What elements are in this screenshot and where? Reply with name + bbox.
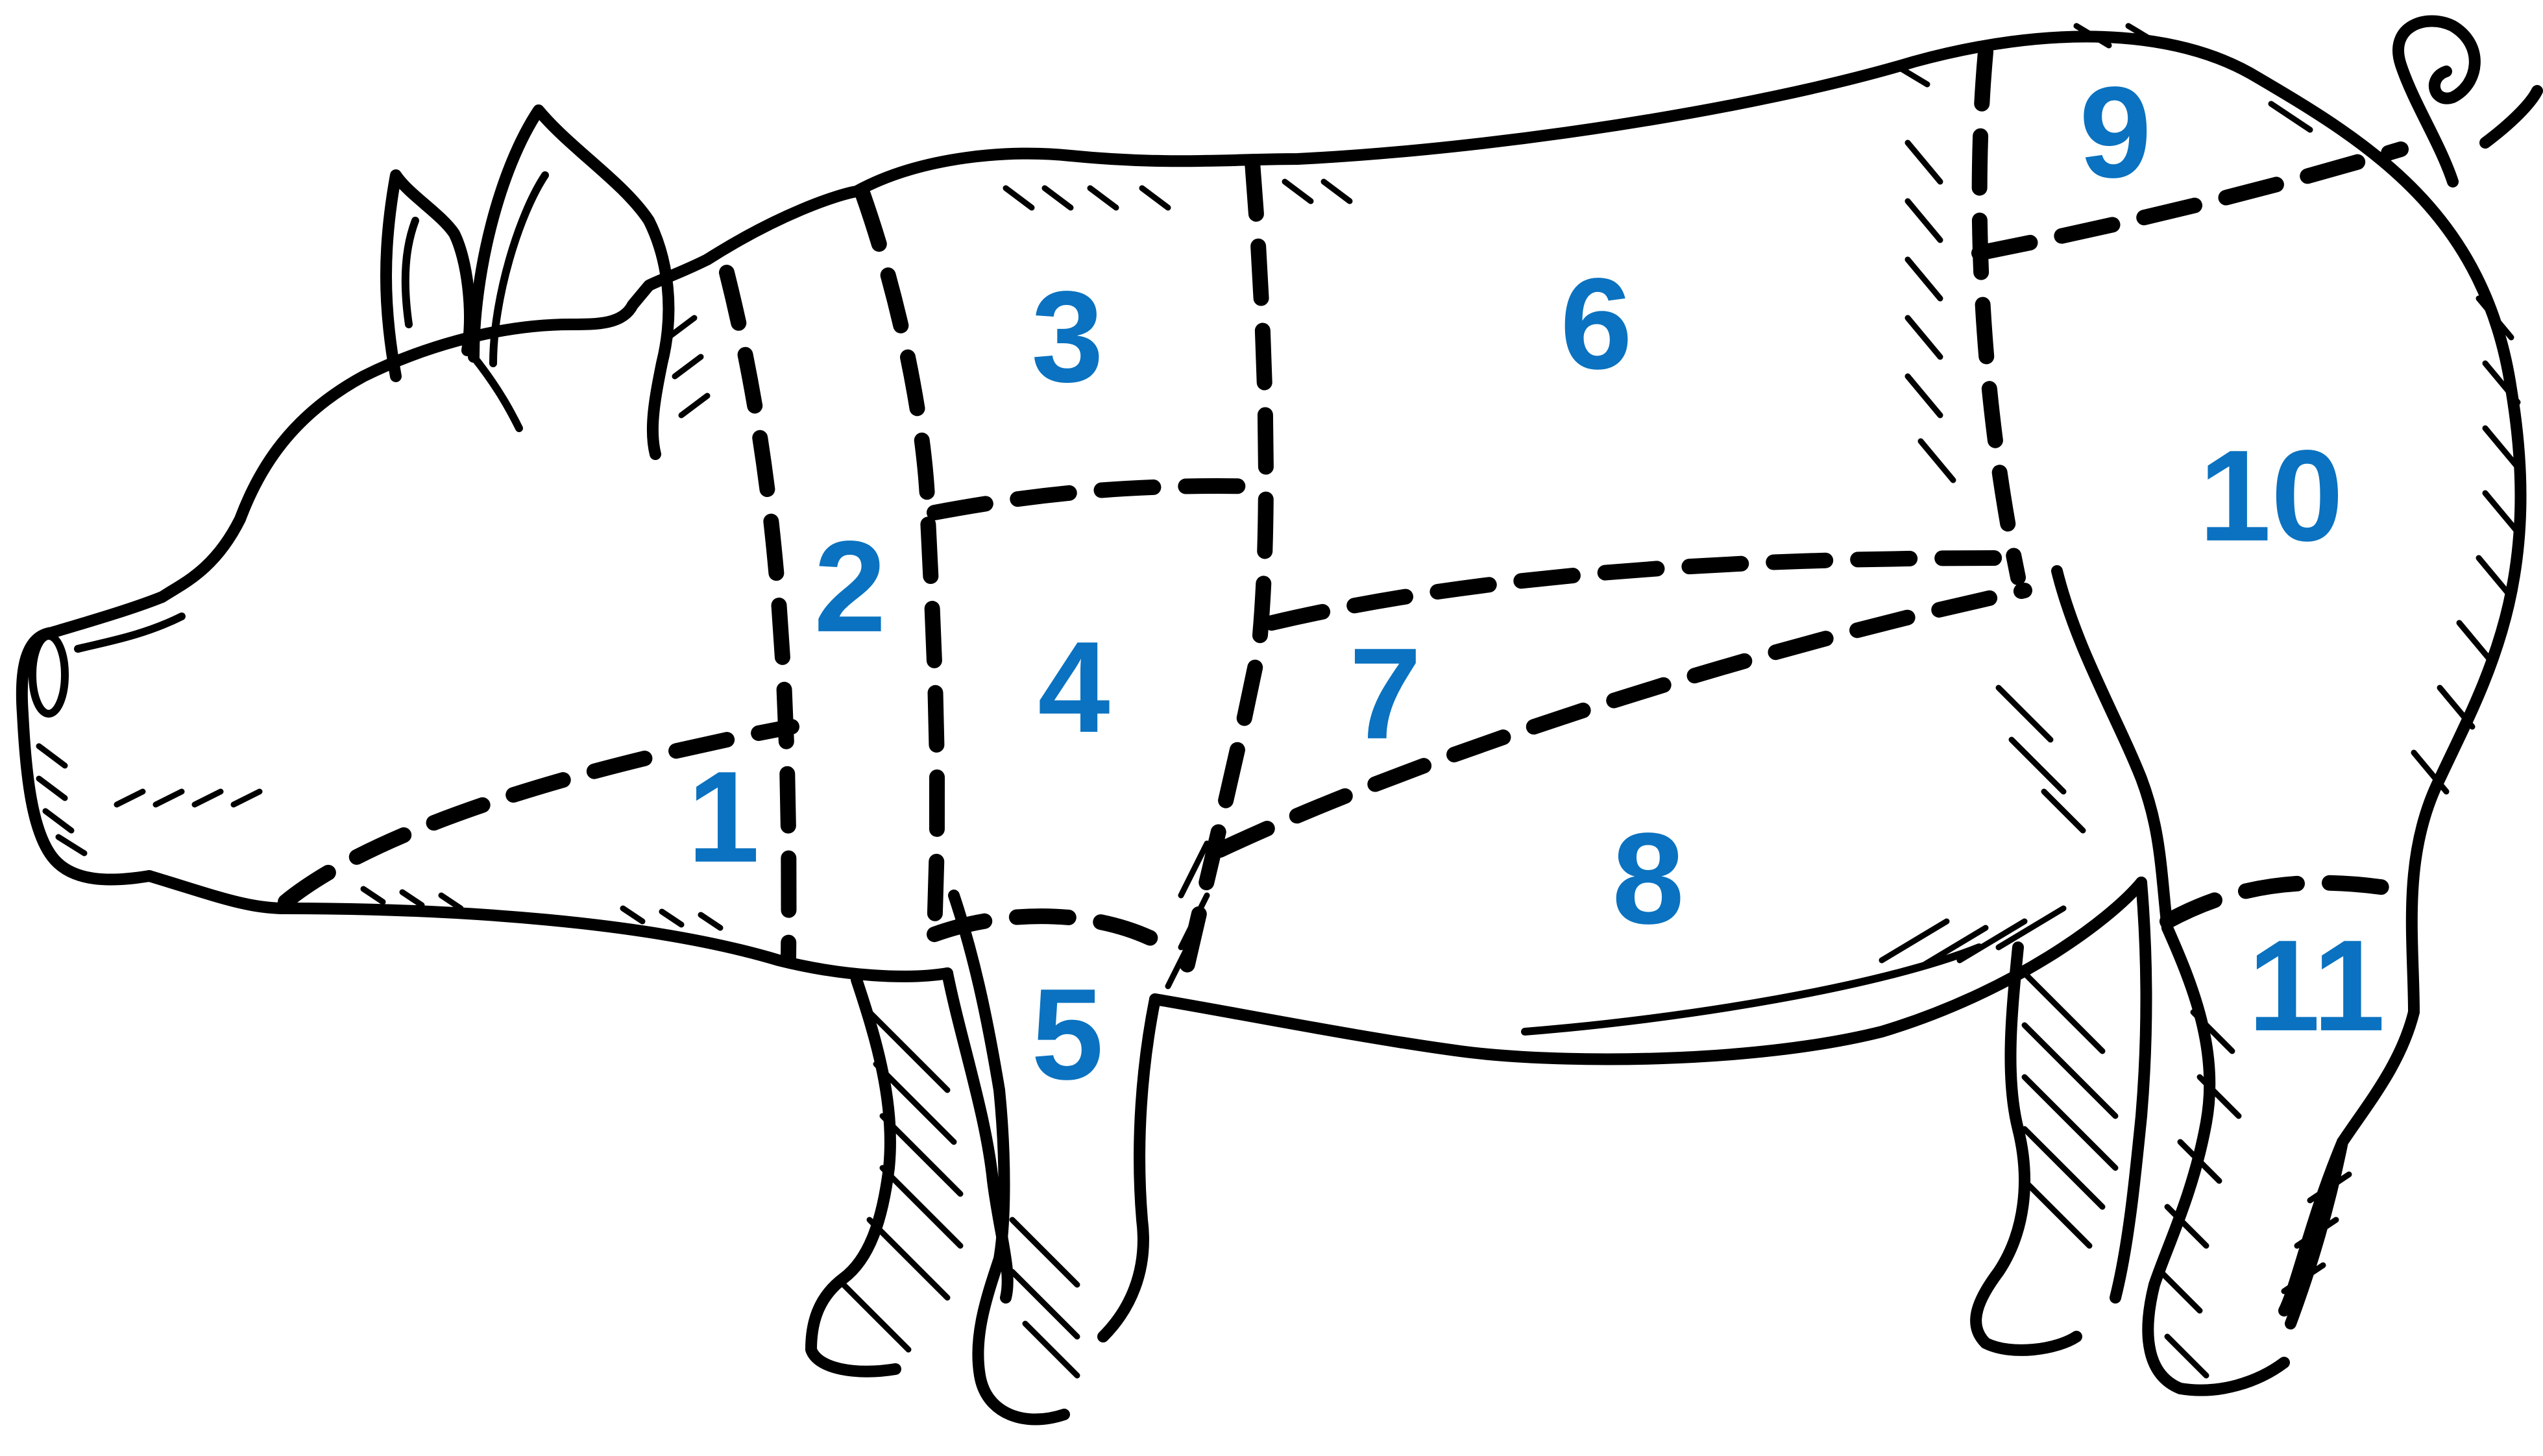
region-labels: 1 2 3 4 5 6 7 8 9 10 11 <box>687 60 2385 1107</box>
region-label-5: 5 <box>1031 962 1103 1107</box>
cut-line-shoulder-split <box>927 478 1273 520</box>
region-label-1: 1 <box>687 745 759 890</box>
cut-line-shoulder-front <box>855 187 945 936</box>
region-label-6: 6 <box>1560 252 1632 396</box>
region-label-11: 11 <box>2248 914 2385 1058</box>
pig-outline <box>16 15 2543 1426</box>
shading-hatching <box>36 23 2521 1379</box>
region-label-7: 7 <box>1349 622 1421 766</box>
region-label-9: 9 <box>2079 60 2151 205</box>
cut-line-ham-front <box>1971 44 2026 585</box>
cut-line-hind-hock <box>2160 875 2402 929</box>
region-label-4: 4 <box>1038 615 1110 760</box>
cut-line-shoulder-rear <box>1173 154 1274 1001</box>
cut-line-hock <box>927 908 1176 955</box>
cut-line-loin-belly <box>1264 550 2006 631</box>
region-label-3: 3 <box>1031 265 1103 409</box>
cut-line-tail <box>1971 141 2409 261</box>
cut-line-jowl <box>278 719 799 910</box>
cut-line-neck <box>719 265 797 968</box>
region-label-10: 10 <box>2199 424 2343 568</box>
cut-lines <box>278 44 2409 1001</box>
region-label-2: 2 <box>814 515 886 659</box>
region-label-8: 8 <box>1612 807 1684 951</box>
cut-line-belly <box>1212 583 2032 858</box>
